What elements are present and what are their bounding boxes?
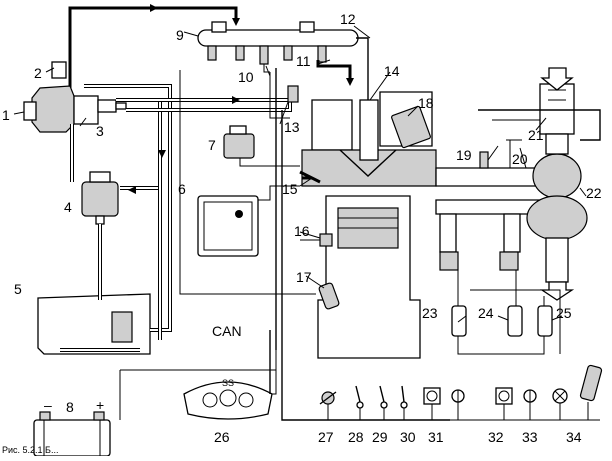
callout-13: 13	[284, 119, 300, 135]
callout-25: 25	[556, 305, 572, 321]
battery	[33, 411, 111, 457]
callout-28: 28	[348, 429, 364, 445]
remote-key-34	[579, 364, 603, 421]
callout-31: 31	[428, 429, 444, 445]
callout-18: 18	[418, 95, 434, 111]
callout-12: 12	[340, 11, 356, 27]
fuel-rail	[197, 21, 369, 100]
callout-14: 14	[384, 63, 400, 79]
cam-sensor-18	[391, 105, 431, 149]
cluster-gauge-text: SS	[222, 378, 234, 388]
throttle-pedal-27	[319, 391, 337, 420]
callout-17: 17	[296, 269, 312, 285]
input-devices-row	[282, 364, 603, 421]
callout-3: 3	[96, 123, 104, 139]
clutch-switch-29	[379, 385, 388, 420]
callout-9: 9	[176, 27, 184, 43]
gauge-30	[423, 387, 441, 420]
callout-16: 16	[294, 223, 310, 239]
injector-14	[359, 99, 379, 161]
pressure-regulator-2	[51, 61, 67, 79]
callout-30: 30	[400, 429, 416, 445]
callout-24: 24	[478, 305, 494, 321]
sensor-31	[451, 389, 465, 420]
glow-control-unit	[223, 125, 300, 167]
callout-20: 20	[512, 151, 528, 167]
sensor-33	[523, 389, 537, 420]
callout-23: 23	[422, 305, 438, 321]
fuel-filter	[81, 171, 119, 225]
glow-plug-15	[299, 170, 321, 184]
turbocharger	[526, 133, 588, 301]
leader-lines	[13, 25, 587, 323]
callout-8: 8	[66, 399, 74, 415]
callout-5: 5	[14, 281, 22, 297]
metering-valve-3	[73, 95, 99, 125]
coolant-sensor-16	[300, 233, 333, 247]
callout-6: 6	[178, 181, 186, 197]
callout-29: 29	[372, 429, 388, 445]
callout-15: 15	[282, 181, 298, 197]
callout-labels: 1 2 3 4 5 6 7 8 9 10 11 12 13 14 15 16 1…	[2, 11, 602, 455]
callout-4: 4	[64, 199, 72, 215]
callout-32: 32	[488, 429, 504, 445]
callout-34: 34	[566, 429, 582, 445]
boost-line	[478, 109, 601, 141]
callout-22: 22	[586, 185, 602, 201]
battery-minus-label: –	[44, 397, 52, 413]
crank-sensor-17	[318, 282, 340, 310]
callout-27: 27	[318, 429, 334, 445]
fuel-tank	[37, 293, 151, 355]
callout-10: 10	[238, 69, 254, 85]
callout-33: 33	[522, 429, 538, 445]
exhaust-sensors	[439, 251, 561, 355]
injector-feed-line	[316, 60, 352, 80]
callout-2: 2	[34, 65, 42, 81]
callout-7: 7	[208, 137, 216, 153]
air-flow-meter	[539, 67, 575, 135]
callout-11: 11	[296, 53, 311, 69]
rail-injector-stubs	[207, 45, 327, 65]
callout-19: 19	[456, 147, 472, 163]
callout-1: 1	[2, 107, 10, 123]
high-pressure-pump	[23, 61, 127, 133]
caption-fragment: Рис. 5.2.1 Б...	[2, 445, 58, 455]
instrument-cluster	[183, 381, 273, 420]
boost-sensor-19	[479, 151, 489, 169]
engine-control-unit	[197, 185, 300, 257]
exhaust-manifold	[435, 199, 541, 253]
switch-30a	[400, 385, 408, 420]
sensor-13	[287, 85, 299, 103]
callout-21: 21	[528, 127, 544, 143]
callout-26: 26	[214, 429, 230, 445]
high-pressure-line	[68, 4, 240, 92]
can-label: CAN	[212, 323, 242, 339]
battery-plus-label: +	[96, 397, 104, 413]
brake-switch-28	[355, 385, 364, 420]
tank-pump	[111, 311, 133, 343]
gauge-32	[495, 387, 513, 420]
diagnostic-34	[552, 388, 568, 420]
